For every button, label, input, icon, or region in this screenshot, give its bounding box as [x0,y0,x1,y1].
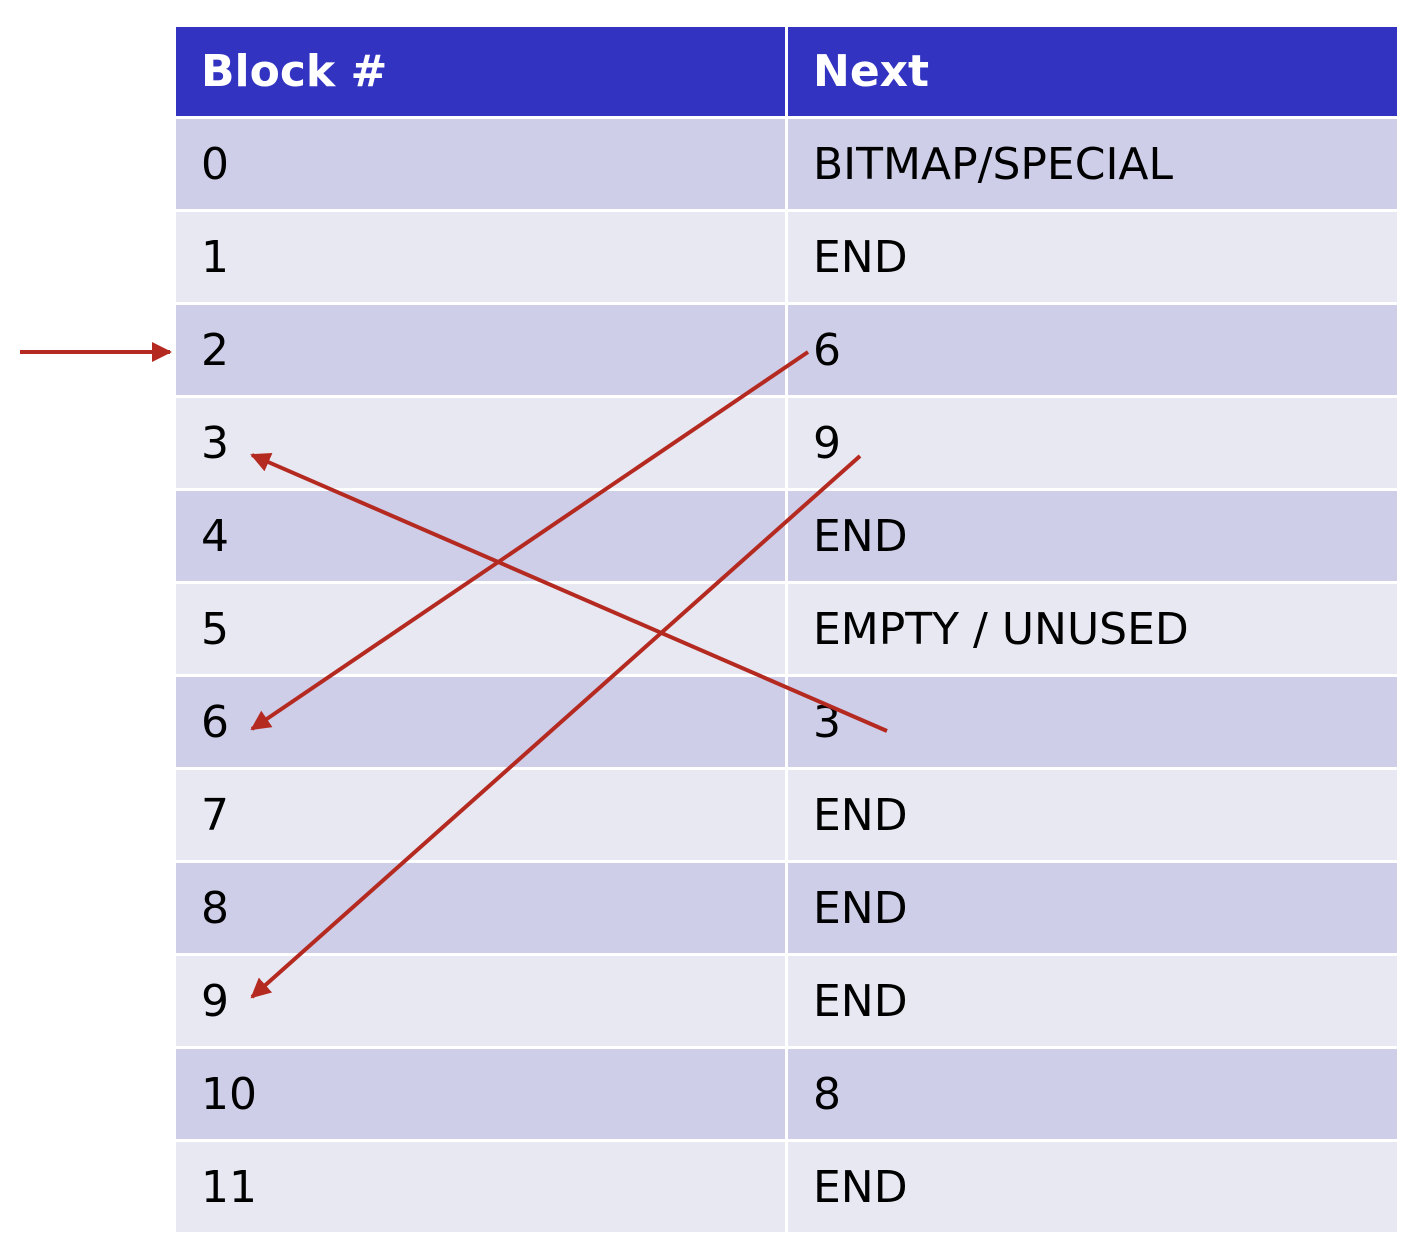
block-number-cell: 5 [173,581,788,677]
table-row: 11 END [173,1139,1400,1235]
next-cell: 8 [785,1046,1400,1142]
header-next: Next [785,24,1400,119]
next-cell: END [785,1139,1400,1235]
table-row: 9 END [173,953,1400,1049]
block-number-cell: 8 [173,860,788,956]
block-number-cell: 3 [173,395,788,491]
table-row: 4 END [173,488,1400,584]
table-row: 8 END [173,860,1400,956]
next-cell: END [785,209,1400,305]
block-number-cell: 2 [173,302,788,398]
next-cell: 3 [785,674,1400,770]
block-number-cell: 4 [173,488,788,584]
table-row: 0 BITMAP/SPECIAL [173,116,1400,212]
next-cell: 6 [785,302,1400,398]
table-row: 5 EMPTY / UNUSED [173,581,1400,677]
block-number-cell: 9 [173,953,788,1049]
table-row: 6 3 [173,674,1400,770]
block-table: Block # Next 0 BITMAP/SPECIAL 1 END 2 6 … [173,24,1400,1235]
next-cell: END [785,953,1400,1049]
next-cell: END [785,488,1400,584]
block-number-cell: 11 [173,1139,788,1235]
next-cell: 9 [785,395,1400,491]
next-cell: EMPTY / UNUSED [785,581,1400,677]
table-header-row: Block # Next [173,24,1400,119]
header-block-number: Block # [173,24,788,119]
table-row: 2 6 [173,302,1400,398]
block-number-cell: 10 [173,1046,788,1142]
table-row: 1 END [173,209,1400,305]
next-cell: END [785,767,1400,863]
next-cell: END [785,860,1400,956]
table-row: 10 8 [173,1046,1400,1142]
table-row: 3 9 [173,395,1400,491]
table-row: 7 END [173,767,1400,863]
block-number-cell: 0 [173,116,788,212]
block-number-cell: 7 [173,767,788,863]
block-number-cell: 1 [173,209,788,305]
block-number-cell: 6 [173,674,788,770]
next-cell: BITMAP/SPECIAL [785,116,1400,212]
